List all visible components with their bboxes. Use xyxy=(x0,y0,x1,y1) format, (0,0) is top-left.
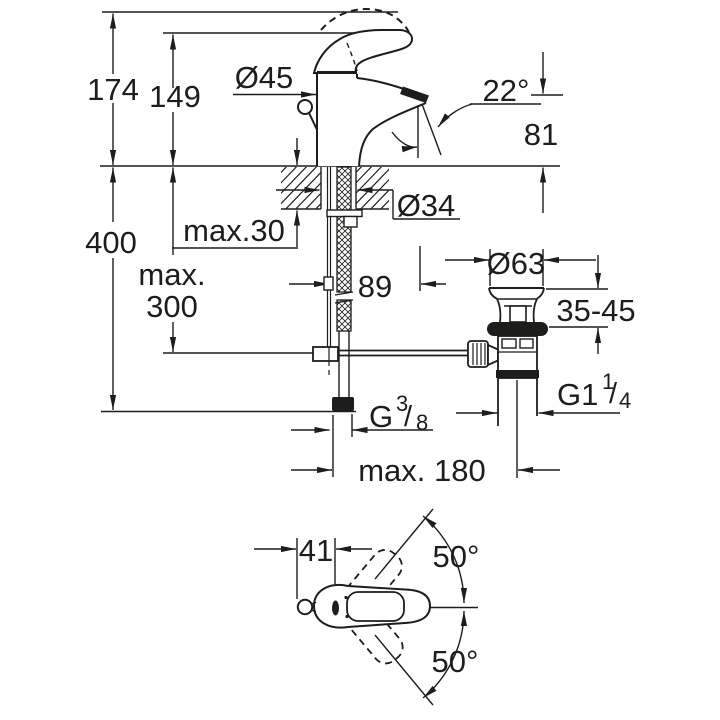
dim-rod-max-line2: 300 xyxy=(146,289,198,324)
flexible-hose-lower xyxy=(336,299,352,332)
faucet-top-view xyxy=(296,508,468,706)
swing-arc-up xyxy=(422,515,468,604)
supply-hose-and-pull-rod xyxy=(312,166,499,411)
dim-supply-thread-num: 3 xyxy=(396,391,408,416)
spout-top xyxy=(356,77,405,90)
deck-hatching-right xyxy=(356,167,389,209)
waste-plug-stem xyxy=(509,305,527,323)
faucet-side-view xyxy=(297,7,429,167)
dim-deck-thickness: max.30 xyxy=(183,213,285,248)
deck-section xyxy=(281,167,389,210)
dim-waste-thread-den: 4 xyxy=(619,388,631,413)
pull-rod-clamp xyxy=(312,346,339,362)
deck-hatching-left xyxy=(281,167,321,209)
swing-arc-down xyxy=(422,610,468,699)
pull-rod-joint xyxy=(323,276,334,291)
dim-waste-thread-num: 1 xyxy=(602,369,614,394)
lever-handle xyxy=(312,29,414,74)
dim-swing-angle-up: 50° xyxy=(433,539,480,574)
cartridge-slot xyxy=(332,600,339,616)
dim-body-height: 149 xyxy=(149,79,201,114)
dim-supply-thread-g: G xyxy=(369,399,393,434)
faucet-body xyxy=(317,72,357,166)
dim-rod-max-line1: max. xyxy=(138,257,205,292)
pull-rod-knob-top xyxy=(296,598,314,616)
waste-rod-cone xyxy=(487,343,499,367)
handle-inner-outline xyxy=(346,591,405,622)
mounting-washer xyxy=(326,209,363,218)
dimension-arrows xyxy=(109,13,620,553)
flexible-hose-upper xyxy=(336,166,352,293)
dim-depth-total: 400 xyxy=(85,225,137,260)
dim-waste-diameter: Ø63 xyxy=(487,246,546,281)
waste-flange xyxy=(487,322,548,336)
mounting-nut xyxy=(343,215,358,228)
dim-overall-height: 174 xyxy=(87,72,139,107)
hose-connector-g38 xyxy=(332,397,354,411)
dimension-labels: 174 149 Ø45 22° 81 max.30 Ø34 400 max. 3… xyxy=(85,60,636,679)
dim-waste-offset: max. 180 xyxy=(358,453,486,488)
dim-spout-reach: 89 xyxy=(358,269,392,304)
dim-swing-angle-down: 50° xyxy=(432,644,479,679)
dim-spout-height: 81 xyxy=(524,117,558,152)
spout-fill xyxy=(357,77,429,166)
lever-raised-position xyxy=(320,7,410,34)
dim-basin-thickness: 35-45 xyxy=(556,293,635,328)
pull-rod-knob xyxy=(297,99,313,115)
dim-hole-diameter: Ø34 xyxy=(397,188,456,223)
dim-body-diameter: Ø45 xyxy=(235,60,294,95)
spout-underside xyxy=(358,102,427,167)
dim-supply-thread-slash: / xyxy=(404,401,413,433)
aerator xyxy=(400,86,429,103)
dim-waste-thread-slash: / xyxy=(609,378,618,410)
dim-handle-offset: 41 xyxy=(299,533,333,568)
dim-spout-angle: 22° xyxy=(483,73,530,108)
dim-waste-thread-g: G1 xyxy=(557,377,598,412)
pop-up-waste-assembly xyxy=(487,287,548,426)
dim-supply-thread-den: 8 xyxy=(416,410,428,435)
